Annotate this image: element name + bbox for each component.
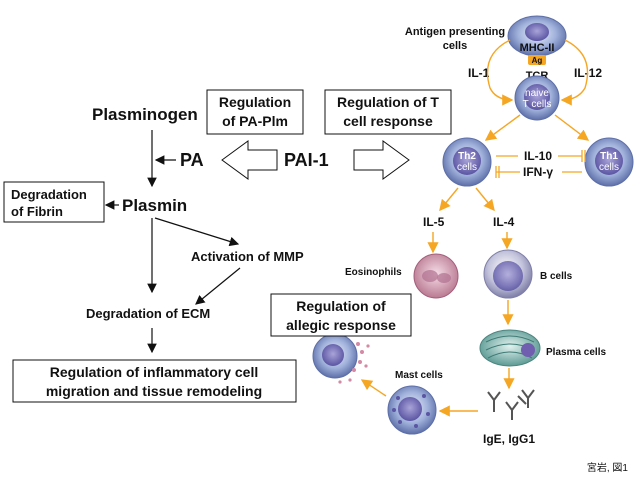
regulation-allergic-box xyxy=(270,293,412,337)
arrow-naive-th1 xyxy=(554,114,590,141)
antibody-icons xyxy=(487,389,535,420)
apc-cell-icon xyxy=(507,15,567,57)
hollow-arrow-left xyxy=(221,140,278,180)
naive-t-cells-label: T cells xyxy=(523,99,552,110)
mast-cells-label: Mast cells xyxy=(395,370,443,381)
arrow-apc-il12 xyxy=(560,39,589,106)
activation-mmp-label: Activation of MMP xyxy=(191,249,304,264)
th1-cells-label: cells xyxy=(599,162,619,173)
il4-label: IL-4 xyxy=(493,215,515,229)
plasminogen-label: Plasminogen xyxy=(92,105,198,124)
arrow-plasmin-mmp xyxy=(154,217,240,247)
regulation-pa-plm-line2: of PA-Plm xyxy=(222,113,288,129)
il5-label: IL-5 xyxy=(423,215,445,229)
regulation-inflammatory-line1: Regulation of inflammatory cell xyxy=(50,364,258,380)
regulation-allergic-line1: Regulation of xyxy=(296,298,386,314)
apc-label-line1: Antigen presenting xyxy=(405,26,505,38)
arrow-apc-il1 xyxy=(486,39,514,106)
pai1-label: PAI-1 xyxy=(284,150,329,170)
degranulating-mast-cell-icon xyxy=(312,333,370,384)
ag-badge xyxy=(528,55,546,65)
mhc-label: MHC-II xyxy=(520,42,555,54)
ag-label: Ag xyxy=(532,56,543,65)
apc-label-line2: cells xyxy=(443,40,467,52)
regulation-inflammatory-box xyxy=(12,359,297,403)
arrow-naive-th2 xyxy=(484,114,521,141)
degradation-fibrin-line1: Degradation xyxy=(11,187,87,202)
arrow-th2-il5 xyxy=(439,187,459,212)
th2-cells-label: cells xyxy=(457,162,477,173)
degradation-fibrin-box xyxy=(3,181,105,223)
degradation-fibrin-line2: of Fibrin xyxy=(11,204,63,219)
regulation-t-cell-line2: cell response xyxy=(343,113,433,129)
regulation-t-cell-box xyxy=(324,89,452,135)
b-cell-icon xyxy=(483,249,533,299)
b-cells-label: B cells xyxy=(540,271,573,282)
plasma-cell-icon xyxy=(479,329,541,367)
arrow-th2-il4 xyxy=(475,187,495,212)
regulation-pa-plm-box xyxy=(206,89,304,135)
regulation-allergic-line2: allegic response xyxy=(286,317,396,333)
naive-t-cell-icon xyxy=(514,75,560,121)
regulation-inflammatory-line2: migration and tissue remodeling xyxy=(46,383,262,399)
th1-label: Th1 xyxy=(600,151,618,162)
hollow-arrow-right xyxy=(353,140,410,180)
mast-cell-icon xyxy=(387,385,437,435)
degradation-ecm-label: Degradation of ECM xyxy=(86,306,210,321)
naive-label: naive xyxy=(525,88,549,99)
arrow-mmp-ecm xyxy=(195,267,241,305)
il10-label: IL-10 xyxy=(524,149,552,163)
th1-cell-icon xyxy=(584,137,634,187)
plasmin-label: Plasmin xyxy=(122,196,187,215)
inhibition-lines xyxy=(495,150,586,178)
plasma-cells-label: Plasma cells xyxy=(546,347,606,358)
eosinophil-icon xyxy=(413,253,459,299)
ifn-label: IFN-γ xyxy=(523,165,553,179)
regulation-pa-plm-line1: Regulation xyxy=(219,94,291,110)
arrow-mast-degranulated xyxy=(360,379,387,397)
regulation-t-cell-line1: Regulation of T xyxy=(337,94,439,110)
th2-cell-icon xyxy=(442,137,492,187)
ige-label: IgE, IgG1 xyxy=(483,432,535,446)
eosinophils-label: Eosinophils xyxy=(345,267,402,278)
il1-label: IL-1 xyxy=(468,66,490,80)
footer-credit: 宮岩, 図1 xyxy=(587,461,629,474)
pa-label: PA xyxy=(180,150,204,170)
th2-label: Th2 xyxy=(458,151,476,162)
